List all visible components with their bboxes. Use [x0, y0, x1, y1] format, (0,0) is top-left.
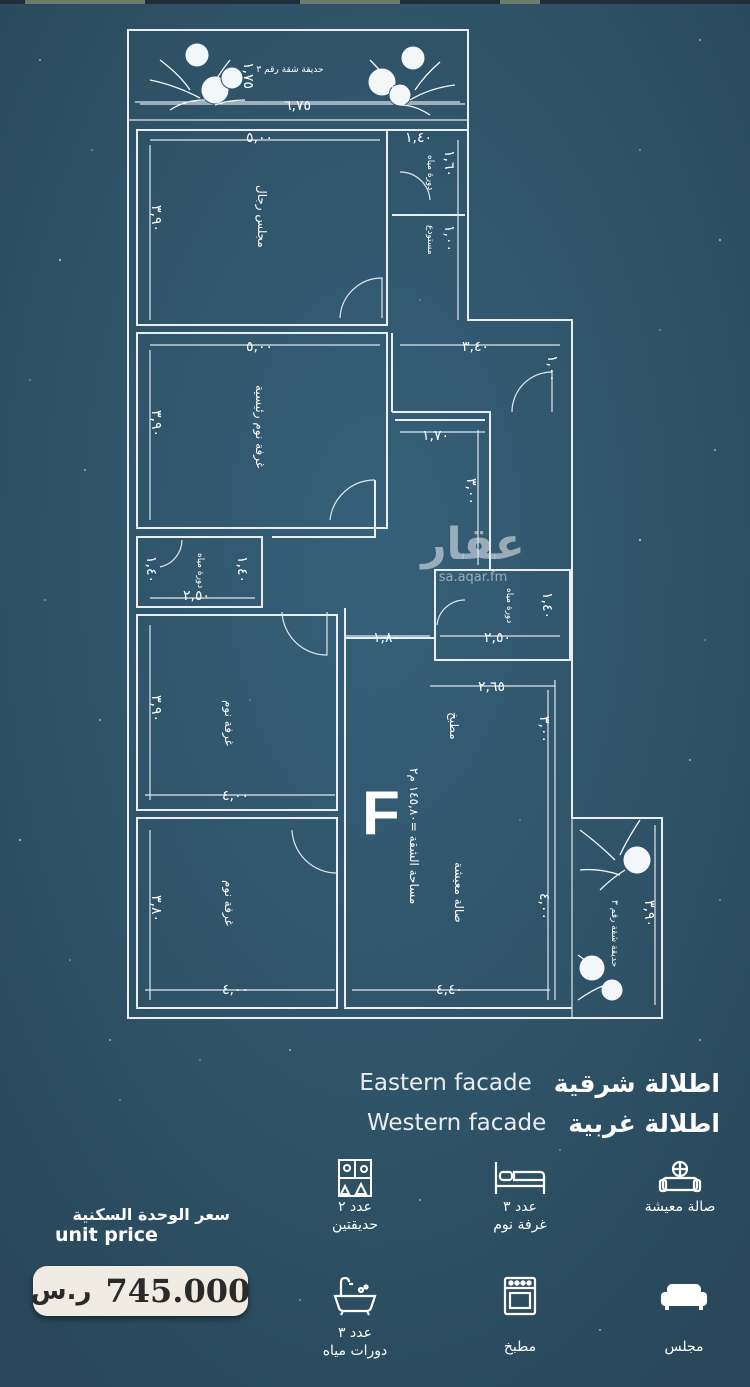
- watermark-url: sa.aqar.fm: [438, 570, 508, 585]
- facade-east-ar: اطلالة شرقية: [553, 1068, 720, 1098]
- plan-labels: ٦,٧٥ ١,٧٥ حديقة شقة رقم ٣ ٥,٠٠ ١,٤٠ ١,٦٠…: [143, 62, 657, 998]
- garden-icon: [280, 1158, 430, 1198]
- dim-100b: ١,٠٠: [544, 355, 560, 382]
- dim-140d: ١,٤٠: [539, 592, 555, 619]
- garden-plant-icon: [184, 42, 652, 1002]
- bathtub-icon: [280, 1276, 430, 1316]
- room-bath2: دورة مياه: [195, 553, 205, 588]
- feature-majlis: مجلس: [609, 1276, 750, 1356]
- dim-675: ٦,٧٥: [284, 98, 311, 114]
- price-box: ر.س 745.000: [30, 1266, 251, 1316]
- dim-175: ١,٧٥: [240, 62, 256, 89]
- dim-250b: ٢,٥٠: [484, 630, 511, 646]
- couch-icon: [609, 1276, 750, 1316]
- dim-300b: ٣,٠٠: [536, 716, 552, 743]
- stove-icon: [445, 1276, 595, 1316]
- dim-390a: ٣,٩٠: [148, 205, 164, 232]
- dim-380: ٣,٨٠: [148, 895, 164, 922]
- dim-170: ١,٧٠: [422, 428, 449, 444]
- dim-140c: ١,٤٠: [234, 556, 250, 583]
- room-men-majlis: مجلس رجال: [254, 185, 269, 248]
- room-bath3: دورة مياه: [504, 588, 514, 623]
- dim-390b: ٣,٩٠: [148, 410, 164, 437]
- feature-living-label: صالة معيشة: [644, 1199, 716, 1215]
- dim-500b: ٥,٠٠: [246, 339, 273, 355]
- aqar-watermark: عقار sa.aqar.fm: [413, 519, 533, 586]
- watermark-logo: عقار: [421, 519, 525, 570]
- facade-east: Eastern facade اطلالة شرقية: [359, 1068, 720, 1098]
- floor-plan: [127, 29, 663, 1019]
- dim-265: ٢,٦٥: [478, 679, 505, 695]
- room-living: صالة معيشة: [452, 862, 466, 923]
- feature-gardens-count: عدد ٢: [338, 1199, 372, 1215]
- dim-500a: ٥,٠٠: [246, 130, 273, 146]
- price-label-ar: سعر الوحدة السكنية: [72, 1205, 230, 1224]
- dim-100a: ١,٠٠: [441, 225, 457, 252]
- feature-kitchen: مطبخ: [445, 1276, 595, 1356]
- dim-400a: ٤,٠٠: [222, 788, 249, 804]
- price-label: سعر الوحدة السكنية unit price: [30, 1205, 230, 1246]
- room-bath1: دورة مياه: [425, 155, 435, 190]
- top-bar: [0, 0, 750, 4]
- room-kitchen: مطبخ: [447, 712, 461, 740]
- feature-bedrooms: عدد ٣ غرفة نوم: [445, 1158, 595, 1234]
- feature-gardens: عدد ٢ حديقتين: [280, 1158, 430, 1234]
- dim-440: ٤,٤٠: [436, 982, 463, 998]
- feature-majlis-label: مجلس: [664, 1339, 704, 1355]
- room-bed2: غرفة نوم: [221, 700, 236, 746]
- riyal-currency-icon: ر.س: [30, 1276, 92, 1306]
- dim-140b: ١,٤٠: [143, 556, 159, 583]
- feature-living: صالة معيشة: [605, 1158, 750, 1216]
- facade-west-en: Western facade: [366, 1110, 547, 1136]
- dim-390c: ٣,٩٠: [148, 695, 164, 722]
- facade-west-ar: اطلالة غربية: [568, 1108, 720, 1138]
- unit-letter: F: [362, 779, 400, 848]
- dim-180: ١,٨٠: [373, 630, 400, 646]
- feature-bedrooms-count: عدد ٣: [503, 1199, 537, 1215]
- feature-baths: عدد ٣ دورات مياه: [280, 1276, 430, 1360]
- sofa-icon: [605, 1158, 750, 1198]
- room-master-bed: غرفة نوم رئيسية: [252, 385, 267, 468]
- dim-140a: ١,٤٠: [405, 130, 432, 146]
- price-value: 745.000: [105, 1272, 251, 1310]
- feature-baths-count: عدد ٣: [338, 1325, 372, 1341]
- facade-west: Western facade اطلالة غربية: [367, 1108, 720, 1138]
- area-text: مساحة الشقة =١٤٥,٨٠ م٢: [407, 768, 421, 904]
- dim-340: ٣,٤٠: [462, 339, 489, 355]
- dim-300a: ٣,٠٠: [463, 478, 479, 505]
- feature-baths-label: دورات مياه: [322, 1343, 388, 1359]
- feature-bedrooms-label: غرفة نوم: [493, 1217, 547, 1233]
- bed-icon: [445, 1158, 595, 1198]
- garden-label-2: حديقة شقة رقم ٣: [609, 900, 619, 967]
- facade-east-en: Eastern facade: [359, 1070, 532, 1096]
- dim-400c: ٤,٠٠: [536, 893, 552, 920]
- dim-390d: ٣,٩٠: [641, 900, 657, 927]
- dim-160: ١,٦٠: [441, 150, 457, 177]
- garden-label: حديقة شقة رقم ٣: [256, 65, 323, 75]
- feature-gardens-label: حديقتين: [331, 1217, 379, 1233]
- price-label-en: unit price: [55, 1224, 158, 1246]
- room-storage: مستودع: [425, 225, 435, 255]
- feature-kitchen-label: مطبخ: [503, 1339, 537, 1355]
- dim-250a: ٢,٥٠: [183, 588, 210, 604]
- room-bed3: غرفة نوم: [221, 880, 236, 926]
- dim-400b: ٤,٠٠: [222, 982, 249, 998]
